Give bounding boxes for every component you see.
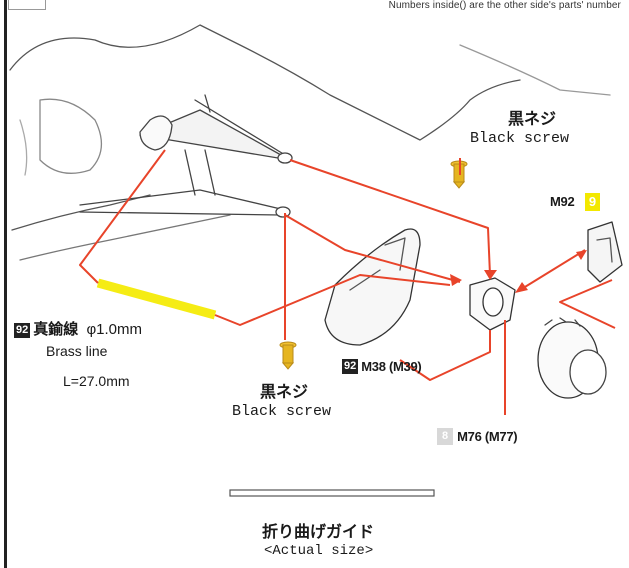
upright-part <box>324 228 421 346</box>
chassis-rear <box>459 44 611 96</box>
chassis-edge <box>11 194 151 231</box>
pivot-joint <box>277 152 293 164</box>
m38-part-number: M38 (M39) <box>361 359 422 374</box>
hub-bore <box>482 287 504 317</box>
m92-part <box>587 221 623 283</box>
chassis-body-edge <box>19 214 231 261</box>
m38-sprue-badge: 92 <box>342 359 359 375</box>
screw-top-label-en: Black screw <box>470 130 570 147</box>
m76-part-number: M76 (M77) <box>457 429 518 444</box>
parts-number-note: Numbers inside() are the other side's pa… <box>388 0 621 11</box>
chassis-rib <box>19 119 28 176</box>
wishbone-rod <box>194 99 291 159</box>
chassis-outline <box>9 24 521 141</box>
page-border <box>4 0 7 568</box>
guide-arrowheads <box>450 250 587 293</box>
chassis-panel <box>39 98 102 174</box>
lower-arm-2 <box>79 211 281 216</box>
pivot-joint-lower <box>275 206 291 218</box>
brass-length: L=27.0mm <box>63 373 130 389</box>
header-box <box>8 0 46 10</box>
brass-label-jp: 真鍮線 <box>33 320 79 338</box>
brass-label-en: Brass line <box>46 343 108 359</box>
upright-detail <box>349 237 406 291</box>
bending-guide-label-jp: 折り曲げガイド <box>262 522 375 541</box>
bending-guide-label-en: <Actual size> <box>264 543 374 559</box>
damper-strut <box>184 149 216 196</box>
bending-guide-bar <box>229 489 435 497</box>
m92-callout: M92 9 <box>550 193 601 211</box>
wheel-hub-teeth <box>544 317 581 327</box>
screw-bottom-label-jp: 黒ネジ <box>260 382 309 401</box>
mount-bracket <box>139 115 173 151</box>
m92-sprue-badge: 9 <box>584 193 601 211</box>
m92-detail <box>596 237 613 263</box>
lower-arm <box>79 189 286 211</box>
screw-top-label-jp: 黒ネジ <box>508 109 557 128</box>
m92-part-number: M92 <box>550 194 575 210</box>
brass-line-marker <box>96 278 217 320</box>
wishbone-rod-2 <box>204 94 211 113</box>
screw-bottom-label-en: Black screw <box>232 403 332 420</box>
assembly-guide-lines <box>79 149 616 415</box>
brass-dimension: φ1.0mm <box>86 321 143 338</box>
brass-sprue-badge: 92 <box>14 322 31 338</box>
screw-bottom-icon <box>279 341 297 370</box>
wheel-hub-inner <box>569 349 607 395</box>
m76-sprue-badge: 8 <box>437 428 454 446</box>
